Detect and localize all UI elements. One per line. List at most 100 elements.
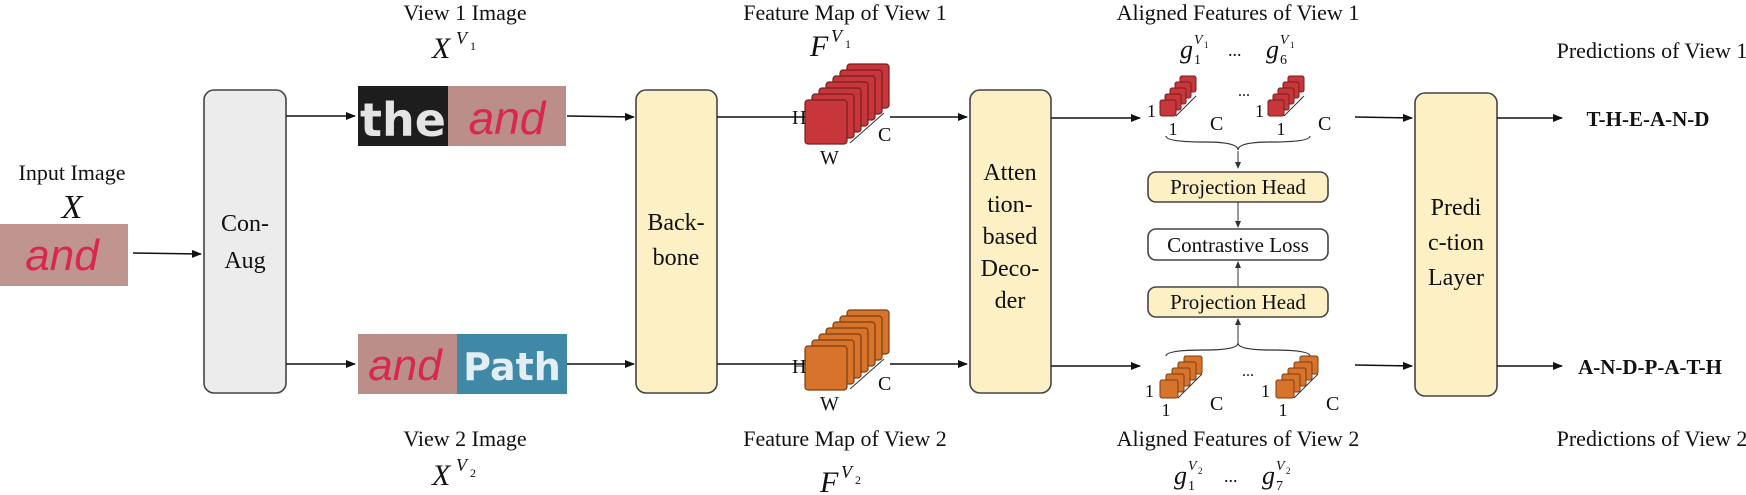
arrow-input-to-conaug (132, 249, 202, 258)
view1-word-1: the (360, 93, 446, 147)
view1-word-2: and (469, 92, 547, 144)
decoder-line4: Deco- (981, 256, 1040, 282)
backbone-block (635, 89, 718, 394)
fmap1-title: Feature Map of View 1 (743, 0, 947, 25)
aligned2-dots-mid: ... (1242, 363, 1254, 380)
aligned1-c-left: C (1210, 113, 1223, 135)
svg-text:g: g (1262, 461, 1275, 490)
aligned1-one-left-row: 1 (1147, 101, 1156, 121)
view2-word-2: Path (463, 345, 561, 389)
aligned1-one-left-col: 1 (1169, 119, 1178, 139)
fmap2-h-label: H (792, 356, 806, 378)
fmap2-stack (804, 309, 890, 391)
svg-text:F: F (809, 30, 829, 63)
input-image-title: Input Image (19, 160, 126, 185)
decoder-line1: Atten (983, 160, 1036, 186)
view2-word-1: and (368, 341, 443, 390)
svg-text:g: g (1180, 35, 1193, 64)
con-aug-block (203, 89, 287, 394)
svg-text:g: g (1174, 461, 1187, 490)
fmap2-title: Feature Map of View 2 (743, 426, 947, 451)
svg-text:F: F (819, 466, 839, 495)
aligned1-brace (1165, 135, 1311, 151)
svg-text:1: 1 (470, 39, 476, 53)
view2-image-symbol: X V 2 (431, 455, 476, 492)
decoder-block (969, 89, 1052, 394)
input-image: and (0, 224, 128, 286)
decoder-line3: based (983, 224, 1038, 250)
backbone-line2: bone (653, 245, 700, 271)
predictions2-title: Predictions of View 2 (1557, 426, 1746, 451)
contrastive-loss-block (1147, 228, 1329, 261)
view1-image: the and (358, 86, 566, 147)
aligned2-c-right: C (1326, 393, 1339, 415)
svg-text:V: V (841, 462, 854, 482)
svg-text:1: 1 (1188, 479, 1195, 494)
svg-text:X: X (431, 32, 452, 65)
svg-text:V: V (1194, 33, 1204, 48)
svg-text:V: V (1188, 459, 1198, 474)
con-aug-line1: Con- (221, 211, 269, 237)
fmap1-c-label: C (878, 124, 891, 146)
aligned2-one-left-row: 1 (1145, 381, 1154, 401)
decoder-line5: der (995, 288, 1026, 314)
view1-image-title: View 1 Image (403, 0, 526, 25)
fmap1-symbol: F V 1 (809, 26, 851, 63)
aligned2-one-right-col: 1 (1279, 400, 1288, 420)
aligned2-brace (1165, 342, 1311, 357)
decoder-line2: tion- (987, 192, 1032, 218)
svg-text:V: V (1276, 459, 1286, 474)
arrow-aligned2-to-prediction (1354, 361, 1413, 370)
input-image-word: and (25, 231, 100, 280)
svg-text:1: 1 (1290, 40, 1295, 50)
aligned2-stacks (1159, 355, 1319, 399)
prediction-layer-block (1414, 92, 1498, 397)
arrow-aligned1-to-prediction (1354, 113, 1413, 122)
svg-text:g: g (1266, 35, 1279, 64)
arrow-view1-to-backbone (566, 112, 635, 121)
aligned2-c-left: C (1210, 393, 1223, 415)
svg-text:6: 6 (1280, 53, 1287, 68)
fmap2-c-label: C (878, 373, 891, 395)
svg-text:2: 2 (1198, 466, 1203, 476)
con-aug-line2: Aug (224, 248, 265, 274)
backbone-line1: Back- (647, 210, 704, 236)
svg-text:V: V (456, 28, 469, 48)
aligned2-symbols: g 1 V 2 ... g 7 V 2 (1174, 459, 1291, 494)
fmap1-w-label: W (820, 147, 839, 169)
view1-image-symbol: X V 1 (431, 28, 476, 65)
aligned1-dots-mid: ... (1238, 83, 1250, 100)
svg-text:X: X (431, 459, 452, 492)
aligned1-one-right-row: 1 (1255, 101, 1264, 121)
projection-head-bottom-label: Projection Head (1170, 290, 1306, 314)
prediction-layer-line1: Predi (1431, 195, 1482, 221)
view2-image: and Path (358, 334, 567, 394)
aligned2-one-left-col: 1 (1162, 400, 1171, 420)
predictions2-output: A-N-D-P-A-T-H (1578, 355, 1722, 379)
aligned1-symbols: g 1 V 1 ... g 6 V 1 (1180, 33, 1295, 68)
aligned1-one-right-col: 1 (1277, 119, 1286, 139)
svg-text:V: V (1280, 33, 1290, 48)
prediction-layer-line2: c-tion (1428, 230, 1484, 256)
projection-head-top-label: Projection Head (1170, 175, 1306, 199)
input-image-symbol: X (60, 189, 84, 226)
svg-text:7: 7 (1276, 479, 1283, 494)
fmap1-stack (804, 63, 890, 145)
aligned2-one-right-row: 1 (1261, 381, 1270, 401)
aligned1-stacks (1159, 75, 1305, 117)
contrastive-loss-label: Contrastive Loss (1167, 233, 1309, 257)
svg-text:V: V (456, 455, 469, 475)
aligned1-c-right: C (1318, 113, 1331, 135)
projection-head-bottom (1147, 286, 1329, 318)
svg-text:2: 2 (470, 466, 476, 480)
predictions1-title: Predictions of View 1 (1557, 38, 1746, 63)
aligned1-title: Aligned Features of View 1 (1117, 0, 1360, 25)
fmap1-h-label: H (792, 107, 806, 129)
predictions1-output: T-H-E-A-N-D (1587, 107, 1710, 131)
svg-text:1: 1 (1204, 40, 1209, 50)
svg-text:...: ... (1224, 466, 1238, 486)
prediction-layer-line3: Layer (1428, 265, 1484, 291)
fmap2-symbol: F V 2 (819, 462, 861, 495)
view2-image-title: View 2 Image (403, 426, 526, 451)
